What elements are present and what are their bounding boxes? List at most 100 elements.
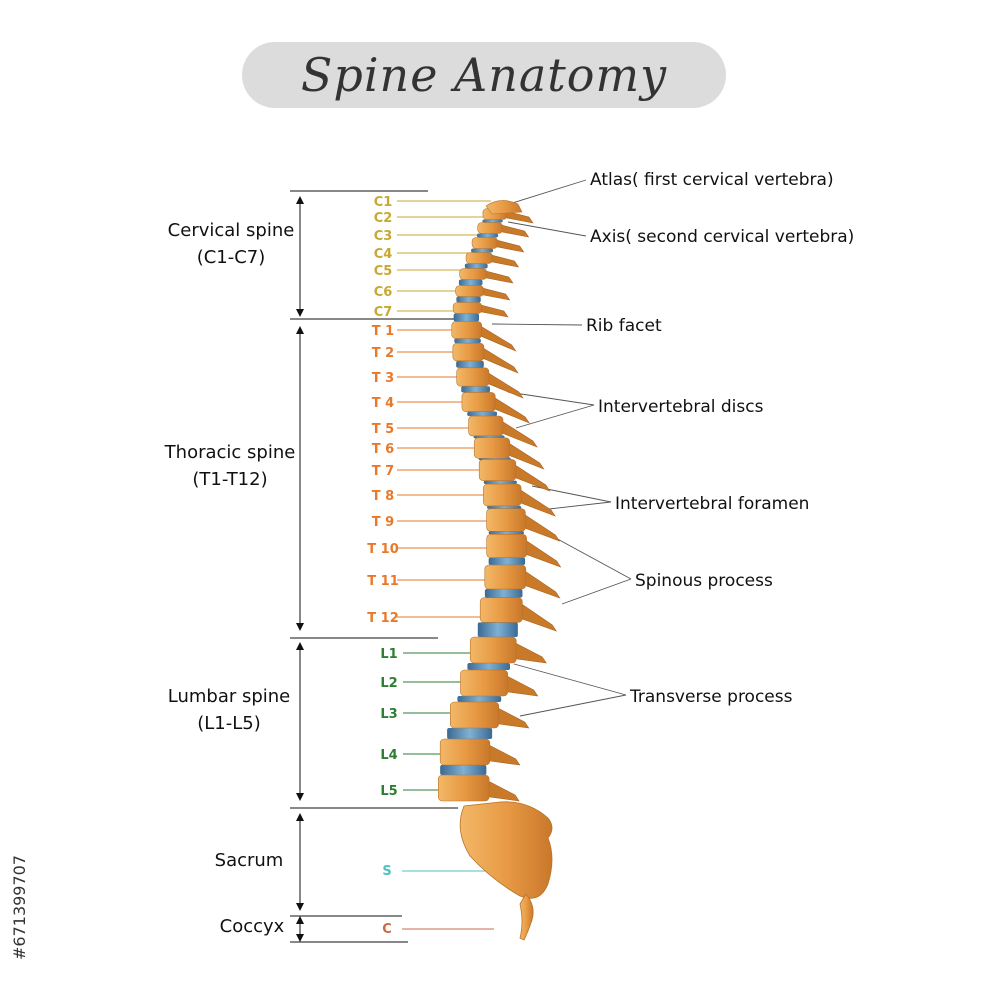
page-title: Spine Anatomy bbox=[300, 48, 668, 102]
annotation-leader-line bbox=[561, 578, 632, 605]
vertebral-body bbox=[465, 252, 493, 264]
intervertebral-disc bbox=[486, 505, 522, 509]
vertebral-body bbox=[477, 222, 503, 234]
annotation-label: Spinous process bbox=[635, 571, 773, 591]
intervertebral-disc bbox=[482, 219, 503, 223]
annotation-leader-line bbox=[519, 694, 627, 717]
vertebra-label: T 4 bbox=[372, 396, 394, 411]
intervertebral-disc bbox=[461, 386, 490, 393]
annotation-label: Axis( second cervical vertebra) bbox=[590, 227, 854, 247]
region-label: Coccyx bbox=[220, 916, 285, 937]
intervertebral-disc bbox=[477, 622, 518, 637]
title-banner: Spine Anatomy bbox=[242, 42, 726, 108]
vertebral-body bbox=[452, 302, 483, 314]
spinous-process bbox=[503, 673, 539, 697]
annotation-label: Intervertebral foramen bbox=[615, 494, 809, 514]
intervertebral-disc bbox=[458, 279, 483, 286]
region-label: Sacrum bbox=[215, 850, 284, 871]
vertebra-label: C3 bbox=[374, 229, 393, 244]
vertebral-body bbox=[460, 669, 509, 697]
annotation-leader-line bbox=[491, 323, 583, 326]
spinous-process bbox=[522, 537, 562, 568]
region-label: Cervical spine bbox=[168, 220, 295, 241]
vertebral-body bbox=[471, 237, 498, 249]
vertebra-label: C7 bbox=[374, 305, 393, 320]
intervertebral-disc bbox=[484, 589, 523, 598]
annotation-leader-line bbox=[505, 179, 587, 206]
region-range: (C1-C7) bbox=[197, 247, 266, 268]
vertebral-body bbox=[461, 392, 496, 412]
annotation-label: Intervertebral discs bbox=[598, 397, 764, 417]
spinous-process bbox=[521, 511, 561, 542]
intervertebral-disc bbox=[467, 663, 511, 670]
annotation-leader-line bbox=[539, 501, 612, 511]
region-label: Thoracic spine bbox=[164, 442, 296, 463]
vertebral-body bbox=[439, 738, 491, 766]
vertebra-label: C6 bbox=[374, 285, 393, 300]
vertebral-body bbox=[479, 597, 523, 623]
vertebra-label: T 1 bbox=[372, 324, 394, 339]
vertebral-body bbox=[469, 636, 517, 664]
region-range: (L1-L5) bbox=[197, 713, 261, 734]
vertebral-body bbox=[486, 508, 526, 532]
vertebral-body bbox=[468, 415, 504, 437]
spinous-process bbox=[494, 705, 530, 729]
vertebra-label: L5 bbox=[380, 784, 397, 799]
vertebra-label: T 3 bbox=[372, 371, 394, 386]
vertebra-label: C bbox=[382, 922, 392, 937]
vertebra-label: T 2 bbox=[372, 346, 394, 361]
spinous-process bbox=[517, 601, 558, 632]
intervertebral-disc bbox=[488, 557, 526, 565]
intervertebral-disc bbox=[471, 248, 494, 253]
spinous-process bbox=[484, 778, 520, 802]
intervertebral-disc bbox=[456, 296, 481, 303]
vertebral-body bbox=[486, 534, 527, 558]
annotation-leader-line bbox=[515, 404, 595, 429]
intervertebral-disc bbox=[453, 313, 480, 322]
spinous-process bbox=[477, 303, 509, 318]
spinous-process bbox=[479, 286, 511, 301]
vertebra-label: T 11 bbox=[367, 574, 398, 589]
spinous-process bbox=[488, 253, 520, 268]
vertebra-label: S bbox=[382, 864, 391, 879]
vertebral-body bbox=[483, 483, 522, 507]
spinous-process bbox=[482, 269, 514, 284]
spinous-process bbox=[485, 742, 521, 766]
intervertebral-disc bbox=[454, 338, 481, 344]
sacrum-bone bbox=[459, 801, 553, 899]
intervertebral-disc bbox=[476, 233, 499, 238]
vertebra-label: T 5 bbox=[372, 422, 394, 437]
annotation-leader-line bbox=[507, 221, 587, 237]
vertebra-label: L3 bbox=[380, 707, 397, 722]
vertebra-label: T 10 bbox=[367, 542, 398, 557]
annotation-label: Rib facet bbox=[586, 316, 662, 336]
vertebra-label: T 8 bbox=[372, 489, 394, 504]
annotation-leader-line bbox=[513, 663, 627, 696]
intervertebral-disc bbox=[464, 263, 488, 269]
vertebral-body bbox=[478, 459, 517, 481]
watermark-text: #671399707 bbox=[10, 854, 29, 960]
annotation-leader-line bbox=[507, 391, 595, 406]
region-range: (T1-T12) bbox=[192, 469, 267, 490]
vertebral-body bbox=[451, 321, 483, 339]
vertebral-body bbox=[455, 285, 484, 297]
intervertebral-disc bbox=[457, 696, 502, 702]
spinous-process bbox=[498, 223, 530, 238]
vertebra-label: C4 bbox=[374, 247, 393, 262]
vertebra-label: L1 bbox=[380, 647, 397, 662]
vertebral-body bbox=[452, 342, 485, 362]
vertebral-body bbox=[459, 268, 488, 280]
watermark: #671399707 bbox=[4, 760, 34, 960]
coccyx-bone bbox=[519, 893, 534, 941]
vertebra-label: T 9 bbox=[372, 515, 394, 530]
vertebra-label: T 6 bbox=[372, 442, 394, 457]
vertebral-body bbox=[456, 367, 490, 387]
spinous-process bbox=[521, 568, 561, 599]
vertebra-label: L2 bbox=[380, 676, 397, 691]
intervertebral-disc bbox=[488, 531, 524, 535]
spinous-process bbox=[511, 640, 547, 664]
annotation-label: Atlas( first cervical vertebra) bbox=[590, 170, 834, 190]
intervertebral-disc bbox=[483, 480, 517, 485]
